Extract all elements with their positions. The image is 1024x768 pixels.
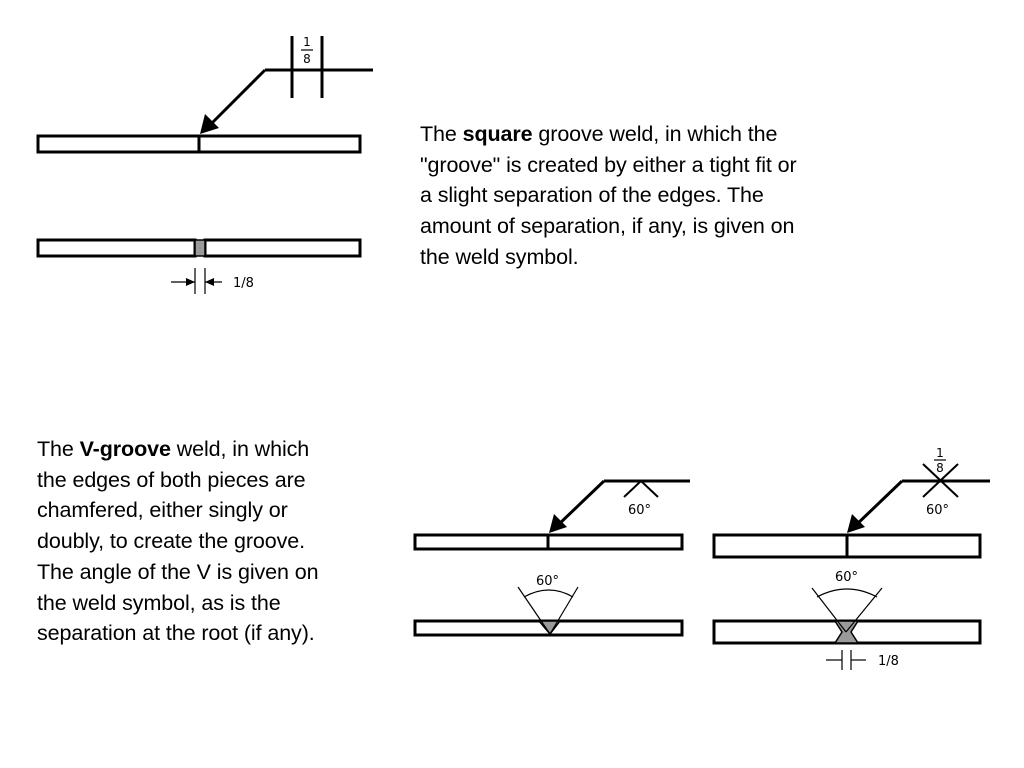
square-arrowhead: [200, 114, 219, 134]
double-v-joint-figure: 60° 1/8: [712, 570, 982, 670]
double-v-arrowhead: [847, 514, 865, 533]
square-dim-arrow-right: [205, 278, 214, 286]
text-line: separation at the root (if any).: [37, 621, 315, 646]
double-v-joint-angle: 60°: [835, 570, 858, 585]
single-v-leader-line: [555, 479, 606, 528]
square-weld-bead: [194, 239, 206, 257]
text-line: amount of separation, if any, is given o…: [420, 214, 795, 239]
double-v-top-plate-left: [712, 533, 849, 559]
text-line: doubly, to create the groove.: [37, 529, 306, 554]
double-v-angle-arc: [816, 588, 878, 598]
double-v-angle-ext-right: [845, 587, 883, 633]
square-top-plate-right: [197, 134, 362, 154]
single-v-angle-ext-left: [517, 586, 551, 635]
square-joint-plate-right: [203, 238, 362, 258]
v-groove-term: V-groove: [79, 437, 171, 461]
single-v-groove-symbol: [623, 479, 659, 498]
text-line: the weld symbol.: [420, 244, 579, 269]
text-line: a slight separation of the edges. The: [420, 183, 764, 208]
single-v-angle-arc: [523, 589, 574, 598]
square-groove-description: The square groove weld, in which the "gr…: [420, 119, 890, 273]
text-line: the weld symbol, as is the: [37, 590, 281, 615]
text-line: The square groove weld, in which the: [420, 122, 778, 146]
square-weld-joint-figure: 1/8: [36, 238, 362, 294]
square-symbol-frac-den: 8: [303, 52, 311, 66]
single-v-joint-angle: 60°: [536, 574, 559, 589]
double-v-symbol-figure: 1 8 60°: [712, 446, 990, 559]
double-v-symbol-frac-num: 1: [936, 446, 944, 460]
square-top-plate-left: [36, 134, 201, 154]
single-v-symbol-figure: 60°: [413, 479, 690, 551]
square-weld-symbol-figure: 1 8: [36, 35, 373, 154]
single-v-symbol-angle: 60°: [628, 503, 651, 518]
single-v-top-plate-left: [413, 533, 550, 551]
square-dim-arrow-left: [186, 278, 195, 286]
square-joint-plate-left: [36, 238, 197, 258]
text-line: "groove" is created by either a tight fi…: [420, 152, 797, 177]
square-leader-line: [207, 68, 267, 128]
text-line: the edges of both pieces are: [37, 467, 306, 492]
square-term: square: [462, 122, 533, 146]
double-v-angle-ext-left: [811, 587, 847, 633]
single-v-top-plate-right: [546, 533, 684, 551]
single-v-weld-bead: [537, 620, 562, 636]
v-groove-description: The V-groove weld, in which the edges of…: [37, 434, 397, 649]
double-v-symbol-frac-den: 8: [936, 461, 944, 475]
square-dim-label: 1/8: [233, 276, 254, 291]
text-line: chamfered, either singly or: [37, 498, 288, 523]
double-v-top-plate-right: [845, 533, 982, 559]
square-symbol-frac-num: 1: [303, 35, 311, 49]
single-v-joint-figure: 60°: [413, 574, 684, 637]
double-v-symbol-stroke-b: [922, 463, 959, 498]
double-v-leader-line: [853, 479, 904, 528]
double-v-dim-label: 1/8: [878, 654, 899, 669]
single-v-arrowhead: [549, 514, 567, 533]
double-v-symbol-angle: 60°: [926, 503, 949, 518]
text-line: The V-groove weld, in which: [37, 437, 310, 461]
text-line: The angle of the V is given on: [37, 559, 319, 584]
single-v-angle-ext-right: [549, 586, 579, 635]
